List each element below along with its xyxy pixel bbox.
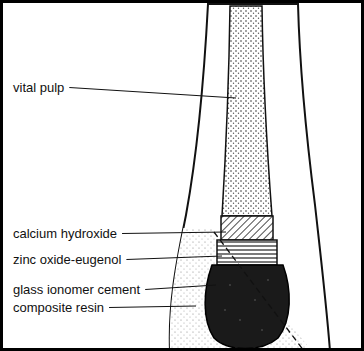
part-label: zinc oxide-eugenol: [12, 252, 122, 267]
part-label: calcium hydroxide: [12, 226, 118, 241]
part-label: composite resin: [12, 300, 105, 315]
leader-line: [109, 306, 196, 308]
leader-line: [122, 232, 226, 234]
leader-line: [69, 88, 236, 99]
part-label: vital pulp: [12, 80, 65, 95]
leader-line: [126, 256, 222, 260]
leader-line: [145, 285, 216, 290]
part-label: glass ionomer cement: [12, 282, 141, 297]
